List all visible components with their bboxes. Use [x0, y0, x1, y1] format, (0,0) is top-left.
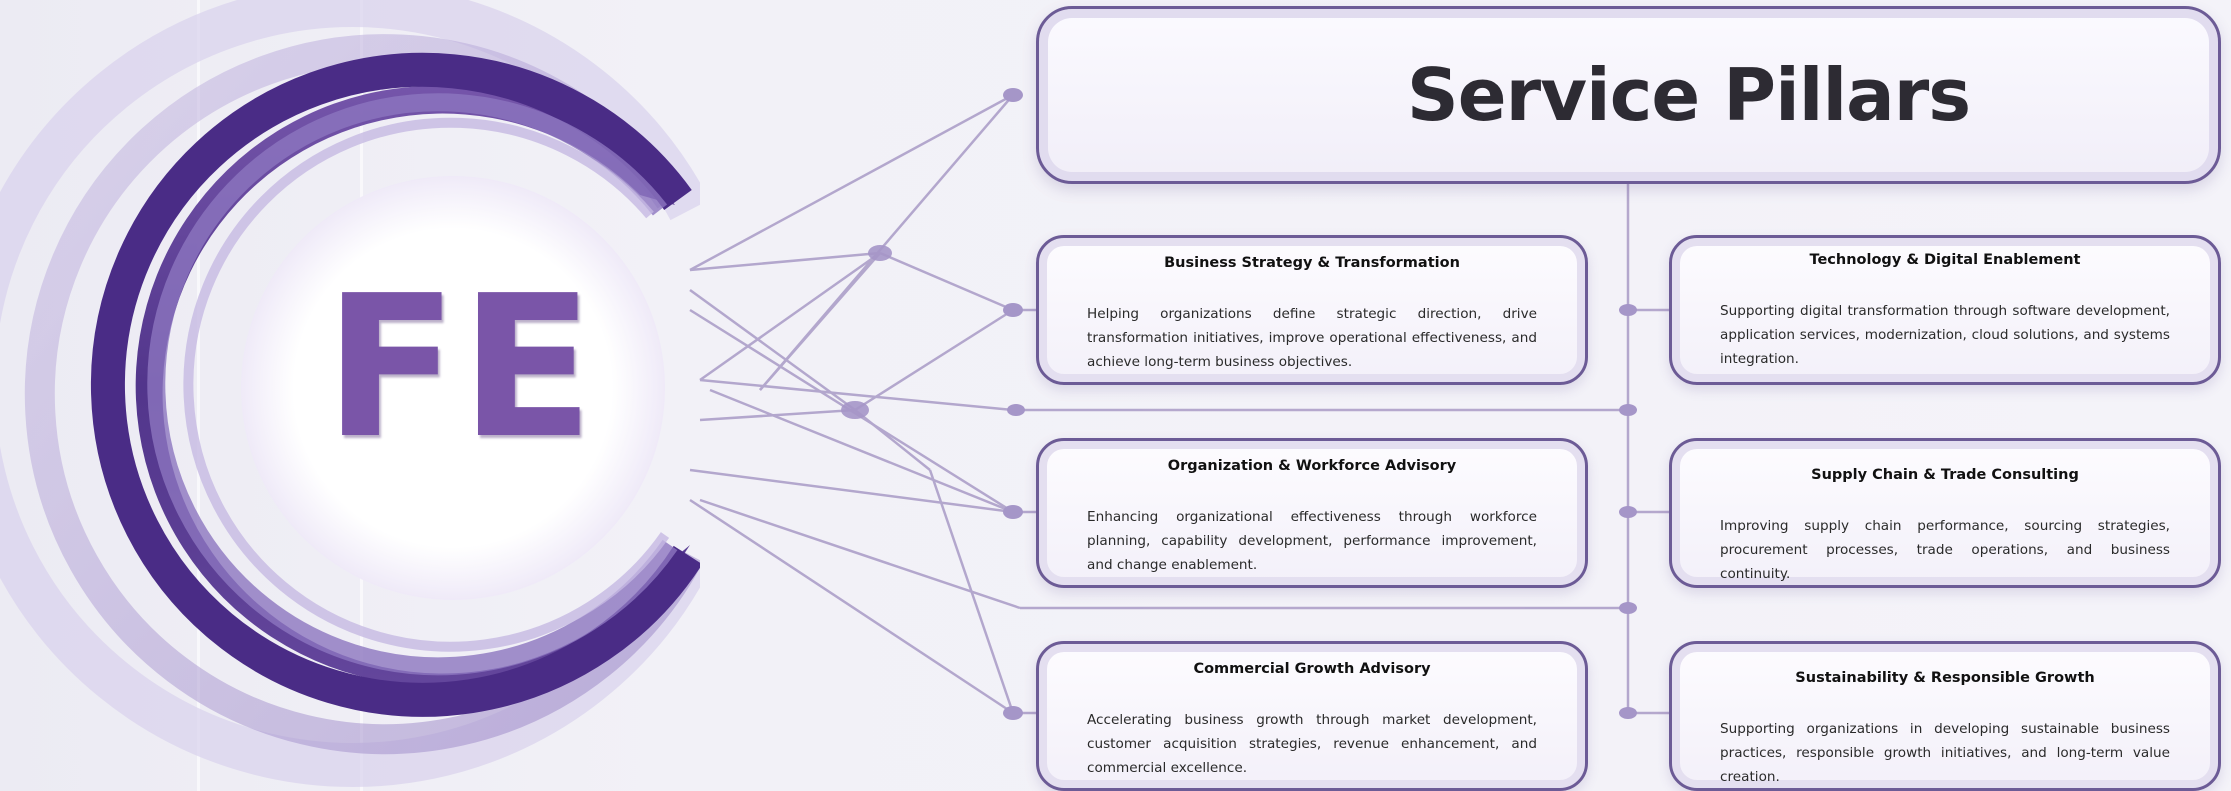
logo-monogram: FE — [324, 254, 596, 482]
connector-node — [1003, 505, 1023, 519]
logo-outer-arc — [0, 0, 700, 787]
pillar-card-organization: Organization & Workforce Advisory Enhanc… — [1036, 438, 1588, 588]
connector-node — [868, 245, 892, 261]
pillar-card-technology: Technology & Digital Enablement Supporti… — [1669, 235, 2221, 385]
pillar-card-commercial-growth: Commercial Growth Advisory Accelerating … — [1036, 641, 1588, 791]
connector-node — [1003, 88, 1023, 102]
pillar-description: Helping organizations define strategic d… — [1087, 306, 1537, 370]
pillar-description: Supporting organizations in developing s… — [1720, 721, 2170, 785]
pillar-title: Technology & Digital Enablement — [1809, 252, 2081, 268]
connector-node — [1619, 304, 1637, 316]
pillar-title: Commercial Growth Advisory — [1193, 661, 1431, 677]
logo-disc — [241, 176, 665, 600]
connector-node — [1007, 404, 1025, 416]
connector-node — [1003, 706, 1023, 720]
logo-emblem — [0, 0, 700, 787]
title-box: Service Pillars — [1036, 6, 2221, 184]
connector-node — [1619, 707, 1637, 719]
pillar-card-business-strategy: Business Strategy & Transformation Helpi… — [1036, 235, 1588, 385]
page-title: Service Pillars — [1406, 53, 1971, 137]
background-stripe — [197, 0, 200, 791]
connector-node — [1003, 303, 1023, 317]
logo-light-arc — [24, 34, 700, 755]
pillar-card-sustainability: Sustainability & Responsible Growth Supp… — [1669, 641, 2221, 791]
connector-node — [1619, 602, 1637, 614]
connector-node — [841, 401, 869, 419]
pillar-card-supply-chain: Supply Chain & Trade Consulting Improvin… — [1669, 438, 2221, 588]
connector-node — [1619, 404, 1637, 416]
pillar-title: Supply Chain & Trade Consulting — [1811, 467, 2079, 483]
pillar-title: Sustainability & Responsible Growth — [1795, 670, 2095, 686]
pillar-description: Supporting digital transformation throug… — [1720, 303, 2170, 367]
pillar-description: Improving supply chain performance, sour… — [1720, 518, 2170, 582]
connector-node — [1619, 506, 1637, 518]
pillar-description: Enhancing organizational effectiveness t… — [1087, 509, 1537, 573]
pillar-title: Organization & Workforce Advisory — [1167, 458, 1457, 474]
pillar-description: Accelerating business growth through mar… — [1087, 712, 1537, 776]
pillar-title: Business Strategy & Transformation — [1164, 255, 1460, 271]
